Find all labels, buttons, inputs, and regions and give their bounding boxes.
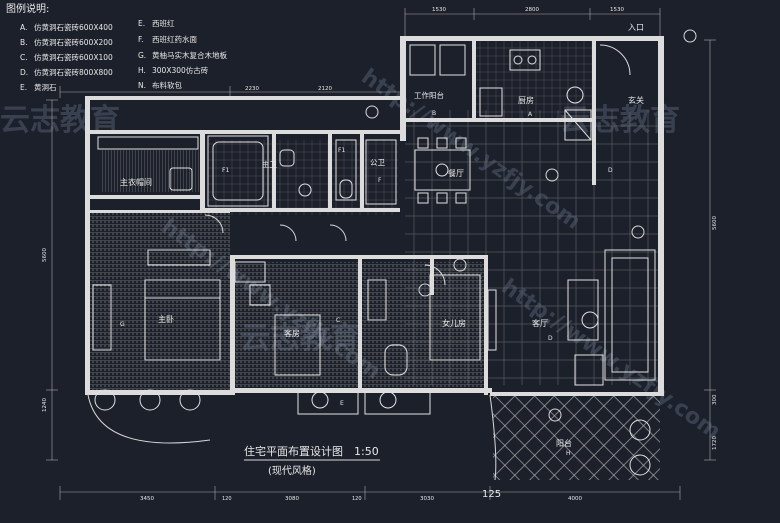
tag-d-living: D <box>548 335 553 342</box>
room-master-bedroom: 主卧 <box>158 314 174 324</box>
tag-e: E <box>340 400 344 407</box>
title-main: 住宅平面布置设计图 <box>244 444 343 458</box>
dim-top-mid: 2120 <box>318 86 332 92</box>
legend-code-l3: D. <box>20 68 28 77</box>
room-labels: 主衣帽间 主卧 主卫 公卫 厨房 工作阳台 餐厅 玄关 入口 客房 女儿房 客厅… <box>120 23 644 448</box>
dim-top-left: 2230 <box>245 86 259 92</box>
legend-code-r1: F. <box>138 35 144 44</box>
legend-text-r3: 300X300仿古砖 <box>152 65 209 75</box>
dim-left-1240: 1240 <box>42 398 48 412</box>
room-kitchen: 厨房 <box>518 95 534 105</box>
tag-a: A <box>528 111 533 118</box>
walls <box>85 36 664 396</box>
dim-bottom-3: 3030 <box>420 496 434 502</box>
room-foyer: 玄关 <box>628 95 644 105</box>
legend-code-l0: A. <box>20 23 27 32</box>
room-entrance: 入口 <box>628 23 644 32</box>
legend-code-r2: G. <box>138 51 146 60</box>
tag-g: G <box>120 321 125 328</box>
dimension-lines: 1530 2800 1530 2230 2120 3450 3080 3030 … <box>42 7 718 502</box>
room-master-bath: 主卫 <box>262 159 277 169</box>
legend-code-r0: E. <box>138 19 145 28</box>
legend-text-r4: 布料软包 <box>152 80 182 90</box>
legend-code-l2: C. <box>20 53 28 62</box>
tag-f: F <box>378 177 382 184</box>
legend-code-r4: N. <box>138 81 146 90</box>
legend: 图例说明: A. 仿黄洞石瓷砖600X400 B. 仿黄洞石瓷砖600X200 … <box>6 2 227 92</box>
legend-text-l0: 仿黄洞石瓷砖600X400 <box>34 22 113 32</box>
tag-b: B <box>432 110 436 117</box>
legend-text-l1: 仿黄洞石瓷砖600X200 <box>34 37 113 47</box>
legend-text-r0: 西班红 <box>152 18 175 28</box>
legend-title: 图例说明: <box>6 2 49 15</box>
tag-c: C <box>336 317 340 324</box>
dim-bottom-tick-1: 120 <box>222 496 232 502</box>
room-balcony: 阳台 <box>556 438 572 448</box>
room-daughter: 女儿房 <box>442 318 466 328</box>
dim-right-1720: 1720 <box>712 436 718 450</box>
dim-bottom-tick-2: 120 <box>352 496 362 502</box>
dim-bottom-1: 3450 <box>140 496 154 502</box>
legend-code-r3: H. <box>138 66 146 75</box>
tag-f1-public-bath: F1 <box>338 147 345 154</box>
tag-d: D <box>608 167 613 174</box>
dim-top-1: 1530 <box>432 7 446 13</box>
dim-bottom-2: 3080 <box>285 496 299 502</box>
room-dining: 餐厅 <box>448 169 464 178</box>
legend-text-r2: 黄柚马实木复合木地板 <box>152 50 227 60</box>
dim-top-3: 1530 <box>610 7 624 13</box>
dim-left-5600: 5600 <box>42 248 48 262</box>
drawing-title: 住宅平面布置设计图 1:50 (现代风格) <box>244 444 380 477</box>
legend-text-l4: 黄洞石 <box>34 82 57 92</box>
legend-code-l1: B. <box>20 38 28 47</box>
dim-bottom-125: 125 <box>482 489 501 500</box>
room-master-closet: 主衣帽间 <box>120 177 152 187</box>
dim-right-5600: 5600 <box>712 216 718 230</box>
fixtures <box>87 29 697 481</box>
legend-text-l2: 仿黄洞石瓷砖600X100 <box>34 52 113 62</box>
tag-f1-master-bath: F1 <box>222 167 229 174</box>
material-tags: F1 F1 F A B C D E G H D <box>120 110 613 457</box>
tag-h: H <box>566 450 571 457</box>
legend-code-l4: E. <box>20 83 27 92</box>
legend-text-l3: 仿黄洞石瓷砖800X800 <box>34 67 113 77</box>
room-guest: 客房 <box>284 328 300 338</box>
room-public-bath: 公卫 <box>370 158 385 167</box>
dim-top-2: 2800 <box>525 7 539 13</box>
title-sub: (现代风格) <box>268 464 316 477</box>
dim-right-300: 300 <box>712 394 718 405</box>
title-scale: 1:50 <box>354 445 379 458</box>
room-balcony-work: 工作阳台 <box>414 90 444 100</box>
dim-bottom-4: 4000 <box>568 496 582 502</box>
legend-text-r1: 西班红药水面 <box>152 34 197 44</box>
room-living: 客厅 <box>532 318 548 328</box>
